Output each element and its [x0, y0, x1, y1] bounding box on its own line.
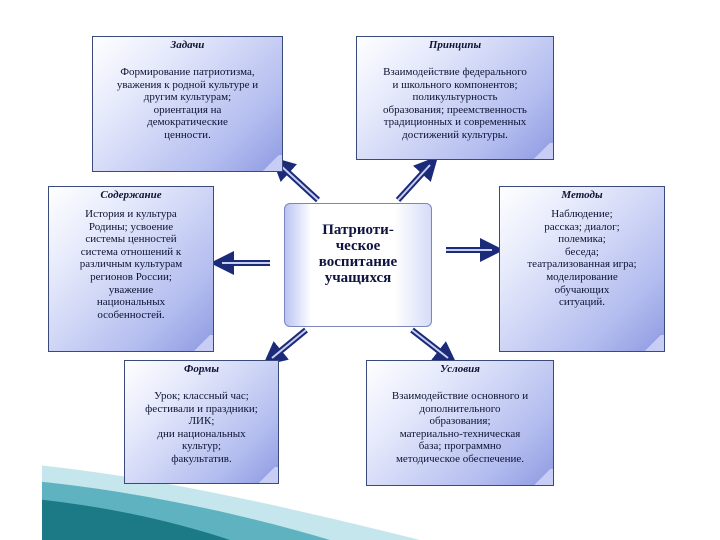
white-margin	[0, 430, 42, 540]
center-line: ческое	[335, 238, 381, 254]
text-line: Взаимодействие основного и	[391, 390, 529, 402]
text-line: Урок; классный час;	[154, 390, 249, 402]
box-content: Содержание История и культура Родины; ус…	[48, 186, 214, 352]
text-line: моделирование	[546, 270, 618, 283]
page-curl	[256, 467, 278, 483]
box-title: Задачи	[170, 39, 205, 51]
box-text: Формирование патриотизма, уважения к род…	[93, 66, 282, 142]
box-methods: Методы Наблюдение; рассказ; диалог; поле…	[499, 186, 665, 352]
box-text: История и культура Родины; усвоение сист…	[49, 208, 213, 321]
center-scroll: Патриоти- ческое воспитание учащихся	[284, 203, 432, 327]
box-title: Методы	[561, 189, 603, 201]
center-line: Патриоти-	[322, 222, 394, 238]
text-line: уважение	[108, 283, 154, 296]
text-line: Наблюдение;	[551, 208, 613, 220]
page-curl	[531, 143, 553, 159]
text-line: беседа;	[565, 245, 599, 258]
text-line: методическое обеспечение.	[395, 452, 525, 465]
text-line: обучающих	[554, 283, 610, 296]
text-line: ЛИК;	[188, 415, 215, 428]
text-line: рассказ; диалог;	[544, 220, 620, 233]
page-curl	[260, 155, 282, 171]
box-text: Урок; классный час; фестивали и праздник…	[125, 390, 278, 466]
text-line: демократические	[147, 116, 228, 129]
text-line: полемика;	[558, 233, 606, 246]
box-title: Формы	[184, 363, 219, 375]
box-forms: Формы Урок; классный час; фестивали и пр…	[124, 360, 279, 484]
text-line: факультатив.	[171, 452, 232, 465]
text-line: Родины; усвоение	[88, 220, 174, 233]
text-line: культур;	[181, 440, 221, 453]
box-title: Содержание	[100, 189, 162, 201]
text-line: материально-техническая	[399, 427, 521, 440]
text-line: фестивали и праздники;	[145, 402, 258, 415]
page-curl	[191, 335, 213, 351]
text-line: образования; преемственность	[383, 103, 527, 116]
text-line: уважения к родной культуре и	[116, 78, 259, 91]
text-line: традиционных и современных	[383, 116, 527, 129]
box-principles: Принципы Взаимодействие федерального и ш…	[356, 36, 554, 160]
box-title: Принципы	[428, 39, 482, 51]
text-line: достижений культуры.	[402, 128, 508, 141]
text-line: регионов России;	[90, 270, 172, 283]
center-title: Патриоти- ческое воспитание учащихся	[285, 222, 431, 286]
text-line: и школьного компонентов;	[392, 78, 518, 91]
text-line: база; программно	[418, 440, 502, 453]
page-curl	[531, 469, 553, 485]
box-text: Наблюдение; рассказ; диалог; полемика; б…	[500, 208, 664, 309]
text-line: театрализованная игра;	[527, 258, 637, 271]
text-line: поликультурность	[412, 91, 498, 104]
text-line: система отношений к	[80, 245, 182, 258]
center-line: воспитание	[318, 254, 398, 270]
text-line: История и культура	[85, 208, 177, 220]
text-line: различным культурам	[79, 258, 183, 271]
text-line: Формирование патриотизма,	[120, 66, 255, 78]
text-line: системы ценностей	[85, 233, 177, 246]
box-tasks: Задачи Формирование патриотизма, уважени…	[92, 36, 283, 172]
page-curl	[642, 335, 664, 351]
box-text: Взаимодействие федерального и школьного …	[357, 66, 553, 142]
text-line: особенностей.	[97, 308, 165, 321]
box-text: Взаимодействие основного и дополнительно…	[367, 390, 553, 466]
text-line: ориентация на	[153, 103, 222, 116]
text-line: ситуаций.	[558, 296, 606, 309]
text-line: другим культурам;	[143, 91, 232, 104]
box-conditions: Условия Взаимодействие основного и допол…	[366, 360, 554, 486]
text-line: дополнительного	[419, 402, 501, 415]
text-line: ценности.	[164, 128, 211, 141]
text-line: дни национальных	[157, 427, 246, 440]
box-title: Условия	[440, 363, 480, 375]
text-line: образования;	[429, 415, 491, 428]
center-line: учащихся	[324, 270, 392, 286]
text-line: Взаимодействие федерального	[383, 66, 527, 78]
text-line: национальных	[96, 296, 166, 309]
